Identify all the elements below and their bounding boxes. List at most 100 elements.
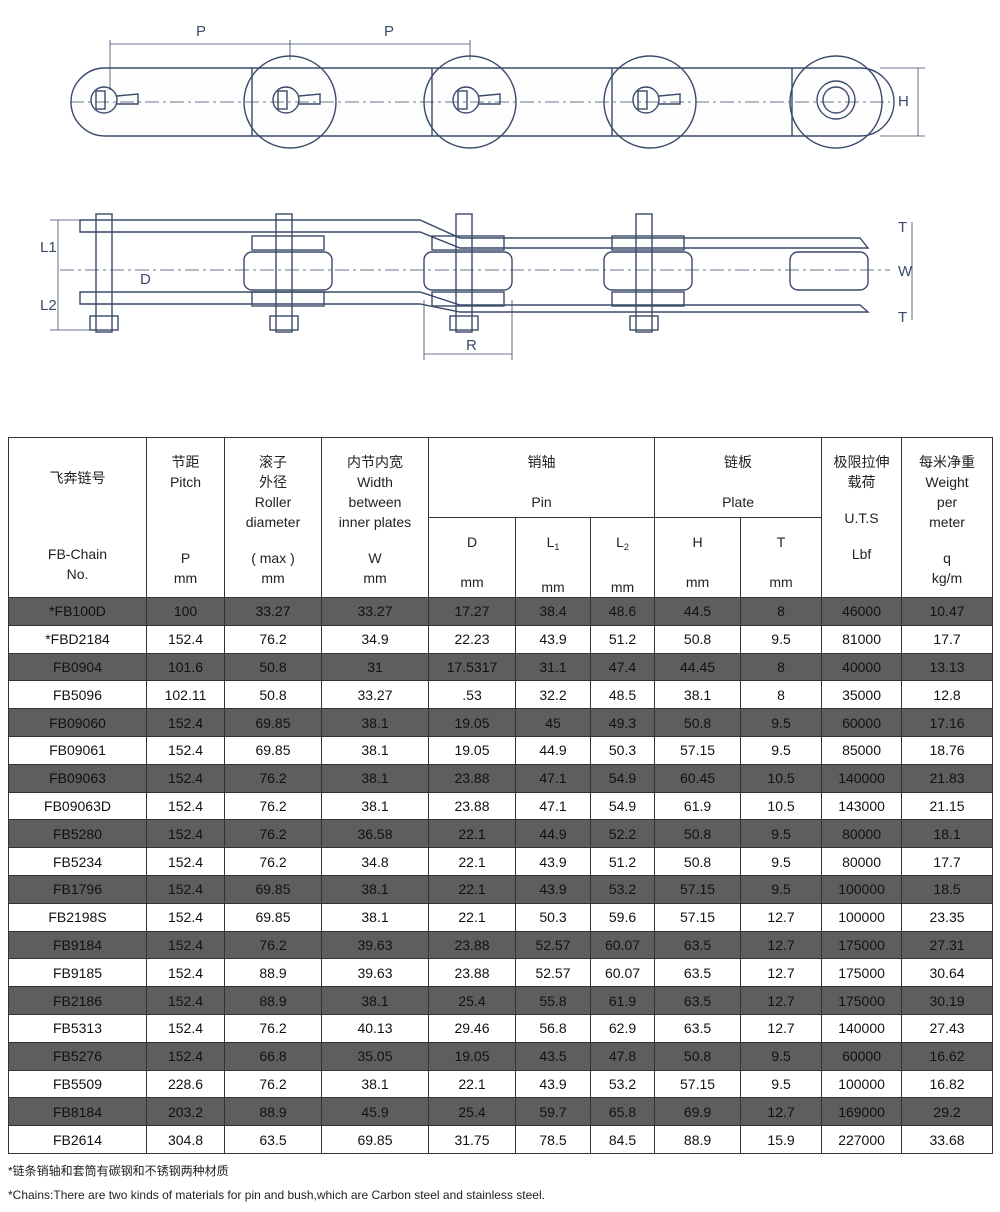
table-cell: 12.7 xyxy=(740,958,823,988)
table-cell: 44.45 xyxy=(654,652,742,682)
table-cell: 13.13 xyxy=(901,652,994,682)
table-cell: 76.2 xyxy=(224,1013,322,1043)
table-cell: 63.5 xyxy=(224,1125,322,1154)
label-d: D xyxy=(140,271,151,288)
table-cell: 76.2 xyxy=(224,819,322,849)
table-cell: 88.9 xyxy=(224,986,322,1015)
table-cell: 100000 xyxy=(821,874,903,904)
table-cell: 76.2 xyxy=(224,763,322,793)
header-weight: 每米净重 Weight per meter q kg/m xyxy=(901,437,994,598)
header-uts: 极限拉伸 载荷 U.T.S Lbf xyxy=(821,437,903,598)
table-cell: 9.5 xyxy=(740,1069,823,1099)
table-cell: 29.2 xyxy=(901,1097,994,1127)
table-cell: FB09061 xyxy=(8,735,147,765)
table-cell: 8 xyxy=(740,652,823,682)
table-cell: 23.88 xyxy=(428,791,516,821)
table-cell: 59.7 xyxy=(515,1097,591,1127)
table-cell: 9.5 xyxy=(740,1041,823,1071)
table-cell: 27.31 xyxy=(901,930,994,960)
table-cell: 63.5 xyxy=(654,958,742,988)
table-cell: 30.19 xyxy=(901,986,994,1015)
table-cell: 25.4 xyxy=(428,986,516,1015)
table-cell: 57.15 xyxy=(654,902,742,932)
table-cell: 33.27 xyxy=(321,597,429,626)
table-cell: 38.1 xyxy=(321,986,429,1015)
table-cell: 63.5 xyxy=(654,1013,742,1043)
table-cell: 152.4 xyxy=(146,902,225,932)
table-cell: 69.85 xyxy=(224,735,322,765)
table-cell: 23.88 xyxy=(428,763,516,793)
label-l1: L1 xyxy=(40,239,57,256)
table-cell: 50.8 xyxy=(654,708,742,737)
table-cell: FB09060 xyxy=(8,708,147,737)
table-cell: 29.46 xyxy=(428,1013,516,1043)
table-cell: 16.62 xyxy=(901,1041,994,1071)
table-cell: 152.4 xyxy=(146,708,225,737)
label-pitch-1: P xyxy=(196,23,206,40)
table-cell: 57.15 xyxy=(654,735,742,765)
table-cell: 22.1 xyxy=(428,847,516,876)
table-cell: 60.07 xyxy=(589,958,656,988)
table-cell: 152.4 xyxy=(146,1013,225,1043)
table-cell: 152.4 xyxy=(146,819,225,849)
table-cell: 9.5 xyxy=(740,874,823,904)
table-cell: 152.4 xyxy=(146,847,225,876)
table-cell: 78.5 xyxy=(515,1125,591,1154)
table-cell: 169000 xyxy=(821,1097,903,1127)
table-cell: 32.2 xyxy=(515,680,591,710)
table-cell: 60.07 xyxy=(589,930,656,960)
table-cell: 39.63 xyxy=(321,930,429,960)
table-cell: 17.7 xyxy=(901,847,994,876)
label-t-bottom: T xyxy=(898,309,907,326)
table-cell: 51.2 xyxy=(589,847,656,876)
table-cell: 38.1 xyxy=(321,1069,429,1099)
table-cell: 17.16 xyxy=(901,708,994,737)
header-chain-no: 飞奔链号 FB-Chain No. xyxy=(8,437,147,598)
table-cell: 15.9 xyxy=(740,1125,823,1154)
table-cell: 43.9 xyxy=(515,624,591,654)
table-cell: 60000 xyxy=(821,708,903,737)
table-cell: 27.43 xyxy=(901,1013,994,1043)
table-cell: 152.4 xyxy=(146,958,225,988)
table-cell: *FBD2184 xyxy=(8,624,147,654)
note-chinese: *链条销轴和套筒有碳钢和不锈钢两种材质 xyxy=(8,1164,229,1178)
table-cell: 38.1 xyxy=(321,902,429,932)
table-cell: FB5313 xyxy=(8,1013,147,1043)
table-cell: 43.5 xyxy=(515,1041,591,1071)
table-cell: 227000 xyxy=(821,1125,903,1154)
table-cell: 47.1 xyxy=(515,791,591,821)
table-cell: 152.4 xyxy=(146,735,225,765)
table-cell: 152.4 xyxy=(146,763,225,793)
table-cell: FB9184 xyxy=(8,930,147,960)
table-cell: 56.8 xyxy=(515,1013,591,1043)
table-cell: 51.2 xyxy=(589,624,656,654)
table-cell: 88.9 xyxy=(654,1125,742,1154)
table-cell: FB0904 xyxy=(8,652,147,682)
table-cell: 175000 xyxy=(821,958,903,988)
table-cell: 152.4 xyxy=(146,874,225,904)
table-cell: 8 xyxy=(740,680,823,710)
table-cell: 38.1 xyxy=(654,680,742,710)
table-cell: 152.4 xyxy=(146,986,225,1015)
table-cell: 76.2 xyxy=(224,847,322,876)
table-cell: 100000 xyxy=(821,902,903,932)
table-cell: 69.85 xyxy=(224,874,322,904)
table-cell: 38.4 xyxy=(515,597,591,626)
table-cell: 43.9 xyxy=(515,847,591,876)
table-cell: 19.05 xyxy=(428,1041,516,1071)
table-cell: 50.3 xyxy=(515,902,591,932)
table-cell: 50.8 xyxy=(224,680,322,710)
table-cell: 69.85 xyxy=(224,708,322,737)
table-cell: 12.7 xyxy=(740,1013,823,1043)
table-cell: 55.8 xyxy=(515,986,591,1015)
